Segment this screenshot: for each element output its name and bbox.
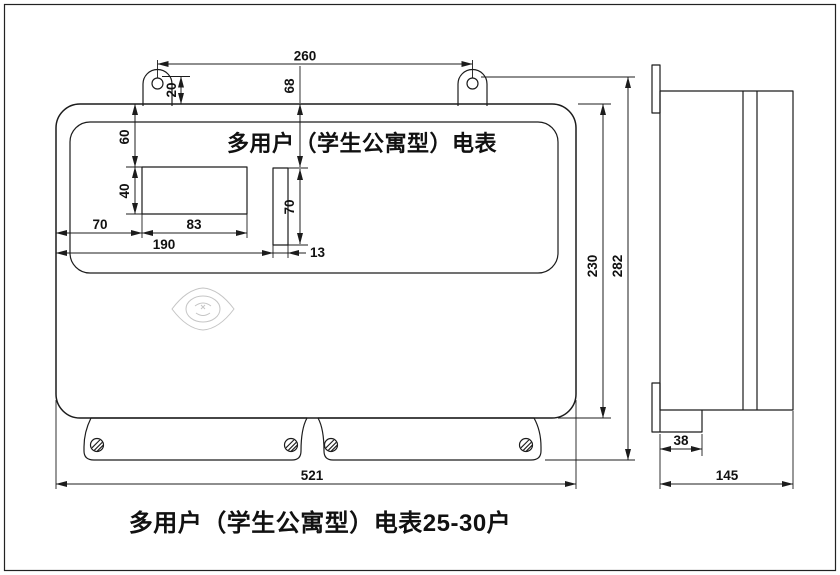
dim-ear-span: 260 [294, 49, 317, 64]
side-view [651, 64, 794, 433]
screw-icon [323, 437, 339, 453]
meter-front-label: 多用户（学生公寓型）电表 [227, 131, 498, 156]
terminal-cover-right [317, 417, 542, 461]
ext-line [481, 76, 635, 461]
card-slot [272, 167, 289, 246]
dim-ear-height: 20 [164, 82, 179, 97]
dimensions: 260 20 68 60 40 70 83 190 13 [55, 49, 794, 489]
meter-body-outline [55, 103, 577, 419]
drawing-caption: 多用户（学生公寓型）电表25-30户 [129, 509, 511, 537]
display-window [141, 166, 248, 215]
dim-overall-depth: 145 [716, 468, 739, 483]
dim-overall-width: 521 [301, 468, 324, 483]
dim-slot-top-offset: 68 [282, 78, 297, 94]
brand-logo [171, 287, 235, 331]
dim-slot-height: 70 [282, 199, 297, 214]
ext-line [55, 400, 577, 489]
dim-window-height: 40 [117, 183, 132, 198]
ext-line [659, 434, 703, 456]
dim-overall-height: 282 [610, 255, 625, 278]
sheet-border [3, 3, 837, 572]
dim-step-depth: 38 [673, 433, 689, 448]
dim-slot-width: 13 [310, 245, 326, 260]
terminal-cover-left [83, 417, 308, 461]
screw-icon [283, 437, 299, 453]
screw-icon [89, 437, 105, 453]
screw-icon [518, 437, 534, 453]
dim-slot-left-offset: 190 [153, 237, 176, 252]
back-flange-bottom [651, 382, 661, 433]
dim-window-left-offset: 70 [92, 217, 107, 232]
side-body-outline [659, 90, 794, 411]
back-flange-top [651, 64, 661, 114]
dim-window-top-offset: 60 [117, 129, 132, 144]
ext-line [288, 167, 308, 246]
front-view: 多用户（学生公寓型）电表 [55, 68, 577, 461]
front-cover-panel [69, 121, 559, 274]
dim-body-height: 230 [585, 255, 600, 278]
bottom-step [660, 410, 703, 433]
dim-window-width: 83 [186, 217, 202, 232]
